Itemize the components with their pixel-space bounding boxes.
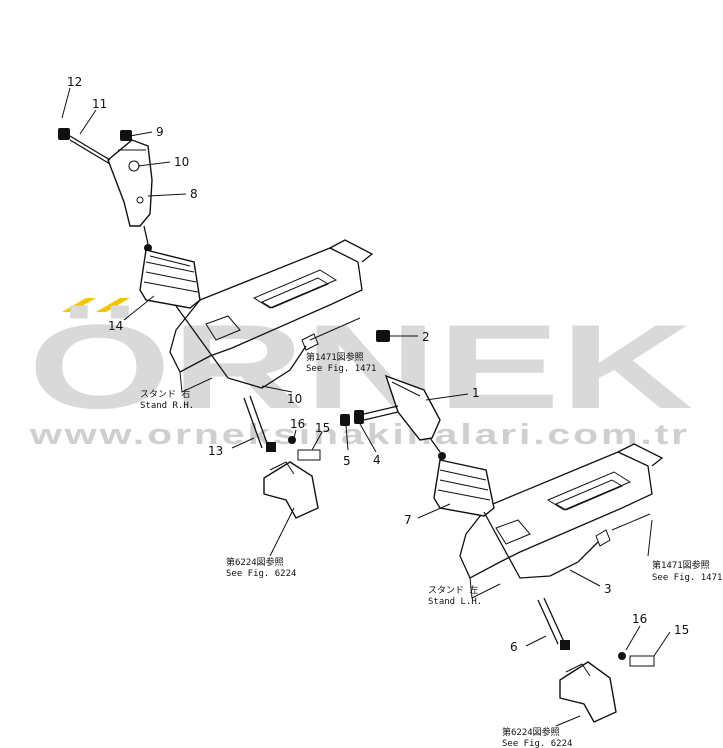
linkage-lh	[537, 597, 655, 723]
leader-lines	[61, 87, 671, 727]
label-part-15-rh: 15	[315, 421, 330, 435]
boot-rh-part-14	[139, 249, 201, 309]
label-part-4: 4	[373, 453, 381, 467]
label-part-3: 3	[604, 582, 612, 596]
nut-part-2	[376, 330, 390, 342]
stand-lh	[459, 443, 664, 599]
bolt-head-part-12	[58, 128, 70, 140]
note-stand-rh-en: Stand R.H.	[140, 401, 194, 411]
label-part-15-lh: 15	[674, 623, 689, 637]
label-part-11: 11	[92, 97, 107, 111]
nut-part-9	[120, 130, 132, 141]
cable-end-top	[309, 317, 361, 341]
watermark-accent-right	[96, 298, 130, 312]
cable-end-right	[611, 513, 651, 531]
watermark-url: www.orneksinakinalari.com.tr	[29, 419, 690, 451]
label-part-16-lh: 16	[632, 612, 647, 626]
lever-rh	[58, 128, 153, 252]
note-ref6224-b-en: See Fig. 6224	[502, 739, 572, 748]
watermark-accent-left	[62, 298, 96, 312]
note-ref1471-right-en: See Fig. 1471	[652, 573, 722, 583]
boot-lh-part-7	[433, 459, 495, 517]
note-stand-rh-jp: スタンド 右	[140, 388, 190, 400]
label-part-2: 2	[422, 330, 430, 344]
lever-lh	[340, 330, 446, 460]
cable-lh	[483, 511, 599, 579]
linkage-rh	[243, 395, 321, 519]
label-part-10-top: 10	[174, 155, 189, 169]
note-stand-lh-en: Stand L.H.	[428, 597, 482, 607]
notes: スタンド 右 Stand R.H. 第1471図参照 See Fig. 1471…	[140, 351, 722, 748]
label-part-9: 9	[156, 125, 164, 139]
label-part-7: 7	[404, 513, 412, 527]
label-part-6: 6	[510, 640, 518, 654]
part-numbers: 12 11 9 10 8 14 2 1 10 13 16 15 5 4 7 3 …	[67, 75, 689, 654]
label-part-1: 1	[472, 386, 480, 400]
label-part-12: 12	[67, 75, 82, 89]
label-part-10-mid: 10	[287, 392, 302, 406]
label-part-16-rh: 16	[290, 417, 305, 431]
note-ref6224-a-en: See Fig. 6224	[226, 569, 296, 579]
note-ref6224-a-jp: 第6224図参照	[226, 556, 284, 568]
label-part-13: 13	[208, 444, 223, 458]
lever-body-rh	[107, 139, 153, 227]
stand-rh	[169, 239, 374, 393]
label-part-14: 14	[108, 319, 123, 333]
cable-rh	[175, 305, 307, 389]
note-ref1471-top-jp: 第1471図参照	[306, 351, 364, 363]
note-ref1471-right-jp: 第1471図参照	[652, 559, 710, 571]
note-ref6224-b-jp: 第6224図参照	[502, 726, 560, 738]
note-stand-lh-jp: スタンド 左	[428, 584, 478, 596]
note-ref1471-top-en: See Fig. 1471	[306, 364, 376, 374]
label-part-8: 8	[190, 187, 198, 201]
label-part-5: 5	[343, 454, 351, 468]
watermark: ÖRNEK www.orneksinakinalari.com.tr	[28, 298, 693, 451]
